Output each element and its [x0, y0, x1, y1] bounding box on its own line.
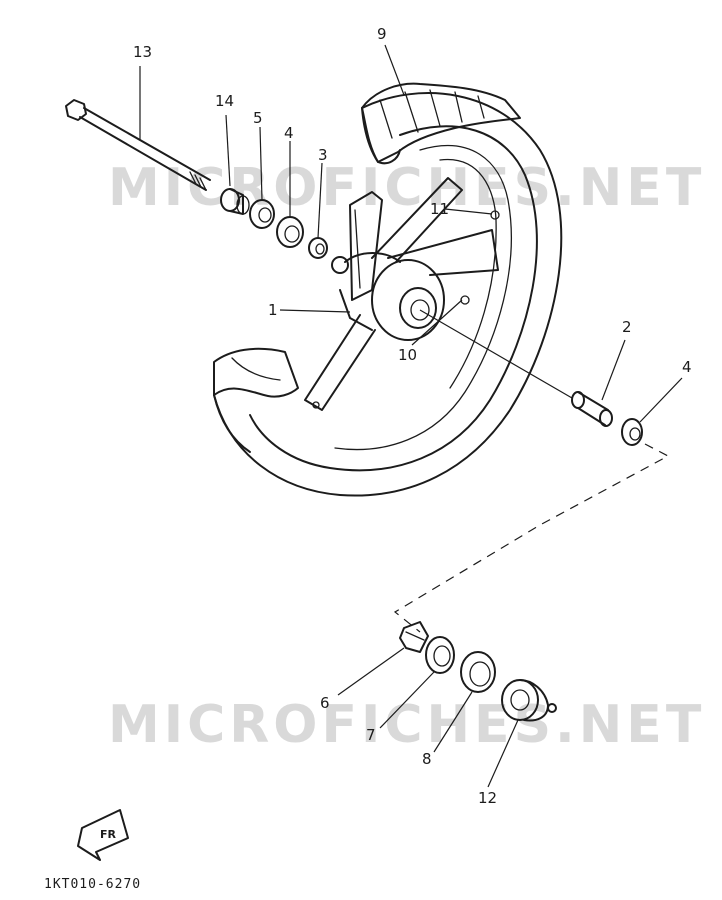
watermark-bottom: MICROFICHES.NET — [108, 695, 705, 755]
callout-10: 10 — [398, 346, 417, 364]
retainer-part-6 — [399, 621, 429, 653]
callout-9: 9 — [377, 25, 387, 43]
callout-3: 3 — [318, 146, 328, 164]
front-wheel-assembly — [213, 82, 563, 497]
front-badge-label: FR — [100, 828, 117, 841]
bearing-part-4-left — [276, 216, 304, 248]
callout-5: 5 — [253, 109, 263, 127]
front-direction-arrow: FR — [77, 809, 129, 861]
callout-12: 12 — [478, 789, 497, 807]
callout-2: 2 — [622, 318, 632, 336]
front-axle — [65, 99, 211, 191]
watermark-top: MICROFICHES.NET — [108, 158, 705, 218]
callout-8: 8 — [422, 750, 432, 768]
callout-11: 11 — [430, 200, 449, 218]
callout-1: 1 — [268, 301, 278, 319]
oil-seal-part-8 — [460, 651, 496, 693]
callout-4-left: 4 — [284, 124, 294, 142]
callout-7: 7 — [366, 726, 376, 744]
washer-part-7 — [425, 636, 455, 674]
diagram-code: 1KT010-6270 — [44, 877, 141, 892]
callout-4-right: 4 — [682, 358, 692, 376]
spacer-part-3 — [308, 237, 328, 259]
bearing-part-4-right — [621, 418, 643, 446]
spacer-part-2 — [571, 391, 613, 427]
gear-unit-part-12 — [501, 679, 557, 722]
callout-6: 6 — [320, 694, 330, 712]
callout-14: 14 — [215, 92, 234, 110]
assembly-dash-line — [393, 443, 670, 633]
callout-13: 13 — [133, 43, 152, 61]
collar-part-14 — [220, 188, 250, 215]
